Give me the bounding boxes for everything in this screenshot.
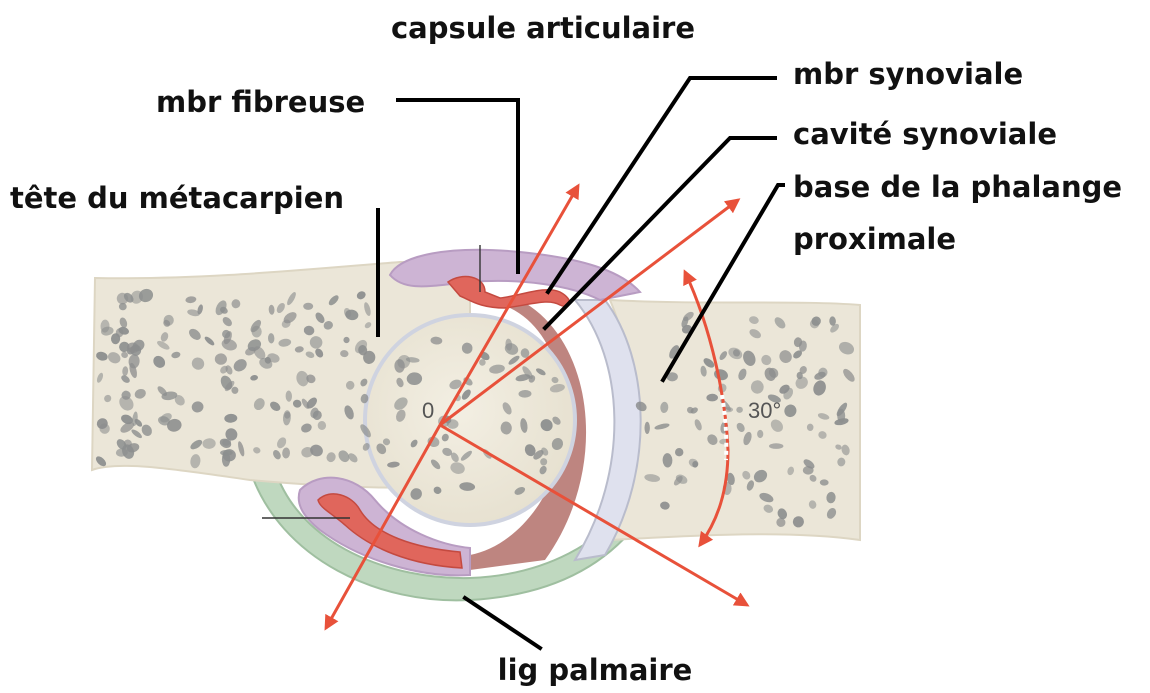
origin-marker: 0 [422, 398, 434, 423]
leader-lig-palmaire [465, 598, 540, 648]
leader-mbr-synoviale [548, 78, 775, 292]
label-mbr-synoviale: mbr synoviale [793, 57, 1023, 91]
bone-pore [736, 407, 743, 413]
leader-mbr-fibreuse [398, 100, 518, 272]
label-capsule-articulaire: capsule articulaire [391, 11, 695, 45]
bone-pore [769, 443, 783, 449]
bone-pore [675, 448, 683, 456]
label-mbr-fibreuse: mbr fibreuse [156, 85, 365, 119]
label-base-phalange-1: base de la phalange [793, 170, 1122, 204]
angle-marker: 30° [748, 398, 781, 423]
bone-pore [645, 422, 650, 434]
label-cavite-synoviale: cavité synoviale [793, 117, 1057, 151]
label-base-phalange-2: proximale [793, 222, 956, 256]
proximal-phalanx-base [610, 300, 860, 540]
label-lig-palmaire: lig palmaire [498, 653, 693, 687]
bone-pore [757, 430, 763, 438]
label-tete-metacarpien: tête du métacarpien [10, 181, 344, 215]
bone-pore [303, 303, 313, 310]
